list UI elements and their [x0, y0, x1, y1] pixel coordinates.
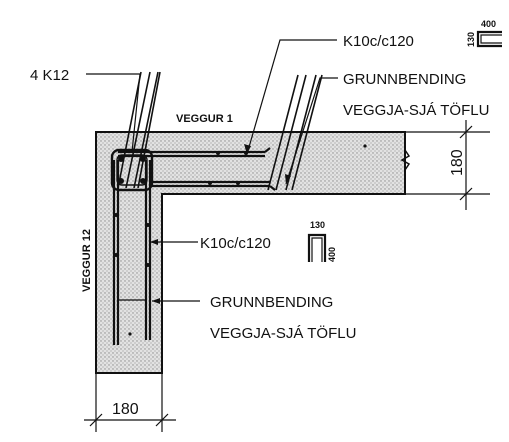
label-top-rebar: K10c/c120 — [343, 33, 414, 50]
label-wall-1: VEGGUR 1 — [176, 113, 233, 125]
label-middle-rebar-dim-vertical: 400 — [327, 247, 337, 262]
lap-bars-middle — [267, 74, 323, 191]
u-bar-shape-icon — [476, 30, 502, 48]
label-top-rebar-dim-vertical: 130 — [466, 32, 476, 47]
u-bar-shape-icon — [480, 34, 502, 44]
label-grunnbending-top-2: VEGGJA-SJÁ TÖFLU — [343, 101, 489, 119]
dimension-bottom — [84, 373, 176, 432]
label-wall-12: VEGGUR 12 — [81, 229, 93, 292]
label-top-rebar-dim: 400 — [481, 19, 496, 29]
label-grunnbending-top-1: GRUNNBENDING — [343, 71, 466, 88]
label-dim-bottom: 180 — [112, 401, 139, 418]
leader-arrowheads — [150, 144, 291, 304]
label-dim-right: 180 — [449, 149, 466, 176]
u-bar-shape-icon — [307, 233, 327, 262]
u-bar-shape-icon — [311, 237, 323, 262]
lap-bars-corner — [117, 71, 161, 189]
dimension-right — [405, 120, 490, 210]
label-grunnbending-bottom-1: GRUNNBENDING — [210, 294, 333, 311]
label-middle-rebar-dim-top: 130 — [310, 220, 325, 230]
break-line-right — [400, 149, 411, 171]
corner-bar — [118, 156, 124, 162]
label-grunnbending-bottom-2: VEGGJA-SJÁ TÖFLU — [210, 324, 356, 342]
label-corner-bars: 4 K12 — [30, 67, 69, 84]
corner-bar — [140, 178, 146, 184]
label-middle-rebar: K10c/c120 — [200, 235, 271, 252]
leader-lines — [86, 39, 338, 302]
